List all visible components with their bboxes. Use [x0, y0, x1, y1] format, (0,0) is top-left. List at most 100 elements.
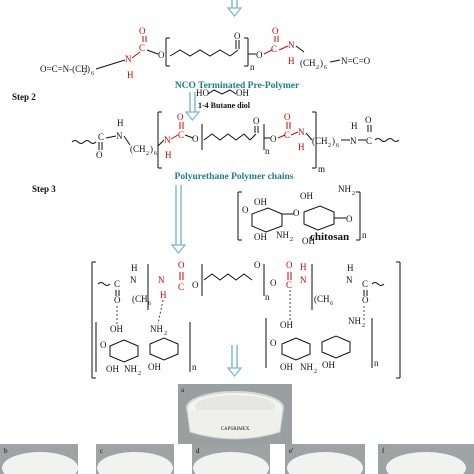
- netc-oh3: OH: [148, 362, 161, 372]
- net-o3: O: [192, 280, 199, 290]
- pu-paren-a: ): [150, 144, 153, 154]
- net-ch2-2: (CH: [314, 294, 330, 304]
- pu-n2: N: [164, 135, 171, 145]
- urethane-h-left: H: [127, 70, 134, 80]
- butanediol-ho: HO: [196, 88, 209, 98]
- net-n3: N: [300, 275, 307, 285]
- step2-arrow: [184, 92, 201, 121]
- pu-o2: O: [177, 112, 184, 122]
- pu-h1: H: [117, 118, 124, 128]
- ester-o-left: O: [158, 50, 165, 60]
- nco-left-text: O=C=N-(CH: [40, 64, 88, 74]
- pu-c4: C: [366, 136, 372, 146]
- prepolymer-label: NCO Terminated Pre-Polymer: [175, 81, 300, 91]
- urethane-c-left: C: [139, 43, 145, 53]
- photo-row: b c d e' f: [0, 444, 474, 474]
- pu-c2: C: [178, 130, 184, 140]
- chitosan-label: chitosan: [310, 231, 349, 243]
- ch-nh2-sub2: 2: [352, 191, 355, 197]
- net-n4: N: [346, 275, 353, 285]
- ch-nh2-sub1: 2: [290, 237, 293, 243]
- urethane-c-right: C: [271, 44, 277, 54]
- ch-o1: O: [242, 205, 249, 215]
- pu-n1: N: [116, 131, 123, 141]
- netc-sub1: 2: [138, 371, 141, 377]
- prepolymer-structure: O=C=N-(CH 2 ) 6 N H C O O O n O C O N: [40, 26, 371, 80]
- netc-oh4: OH: [280, 320, 293, 330]
- netc-sub2: 2: [164, 331, 167, 337]
- net-c3: C: [286, 280, 292, 290]
- ch-nh2-1: NH: [276, 230, 289, 240]
- paren-b: ): [320, 58, 323, 68]
- pcl-n: n: [250, 62, 255, 72]
- net-o4: O: [254, 260, 261, 270]
- net-sub6a: 6: [148, 301, 151, 307]
- pu-sub6a: 6: [154, 151, 157, 157]
- pu-paren-b: ): [332, 136, 335, 146]
- pu-h3: H: [298, 142, 305, 152]
- ch-oh2: OH: [254, 232, 267, 242]
- pu-h2: H: [165, 150, 172, 160]
- pu-sub6b: 6: [336, 143, 339, 149]
- nco-right-text: N=C=O: [341, 56, 371, 66]
- pu-m-sub: m: [318, 164, 325, 174]
- netc-oh2: OH: [106, 364, 119, 374]
- net-h1: H: [131, 263, 138, 273]
- butanediol-structure: HO OH 1-4 Butane diol: [196, 88, 251, 110]
- net-o7: O: [362, 295, 369, 305]
- photo-label-f: f: [382, 447, 385, 455]
- ch-oh3: OH: [300, 191, 313, 201]
- net-h4: H: [347, 263, 354, 273]
- netc-oh6: OH: [322, 360, 335, 370]
- netc-oh5: OH: [280, 362, 293, 372]
- netc-nh2-1: NH: [124, 364, 137, 374]
- net-o5: O: [270, 278, 277, 288]
- net-h2: H: [160, 290, 167, 300]
- urethane-h-right: H: [288, 56, 295, 66]
- net-h3: H: [300, 262, 307, 272]
- step3-arrow: [170, 185, 187, 254]
- pu-ch2-2: (CH: [312, 136, 328, 146]
- net-o6: O: [286, 260, 293, 270]
- pu-n-sub: n: [265, 146, 270, 156]
- photo-label-e: e': [289, 447, 293, 455]
- pu-o4: O: [253, 116, 260, 126]
- urethane-n-right: N: [288, 40, 295, 50]
- ch-nh2-2: NH: [338, 184, 351, 194]
- net-n1: N: [130, 275, 137, 285]
- pcl-carbonyl-o: O: [234, 31, 241, 41]
- urethane-n-left: N: [125, 54, 132, 64]
- ch-oh4: OH: [302, 236, 315, 246]
- pu-o3: O: [192, 134, 199, 144]
- pu-o1: O: [96, 150, 103, 160]
- pu-ch2-1: (CH: [130, 144, 146, 154]
- ch2-right: (CH: [300, 58, 316, 68]
- butanediol-oh: OH: [236, 88, 249, 98]
- netc-sub4: 2: [362, 323, 365, 329]
- net-c2: C: [178, 282, 184, 292]
- carbonyl-o-right: O: [272, 26, 279, 36]
- dish-text: CAPSRIMEX: [221, 427, 250, 432]
- net-c1: C: [114, 279, 120, 289]
- netc-n1: n: [192, 362, 197, 372]
- pu-n4: N: [350, 136, 357, 146]
- net-n2: N: [158, 275, 165, 285]
- ch-n-sub: n: [362, 230, 367, 240]
- ester-o-right: O: [256, 50, 263, 60]
- pu-o5: O: [270, 134, 277, 144]
- pu-n3: N: [298, 127, 305, 137]
- netc-nh2-4: NH: [348, 316, 361, 326]
- polyurethane-structure: C O N H (CH 2 ) 6 N H C O O O n O C O: [71, 111, 400, 174]
- pu-c1: C: [98, 132, 104, 142]
- photo-label-a: a: [181, 386, 185, 394]
- pu-sub2a: 2: [146, 151, 149, 157]
- photo-label-d: d: [196, 447, 200, 455]
- final-arrow: [226, 345, 243, 377]
- netc-nh2-3: NH: [300, 362, 313, 372]
- paren: ): [87, 64, 90, 74]
- pu-chains-label: Polyurethane Polymer chains: [175, 172, 294, 182]
- netc-sub3: 2: [314, 369, 317, 375]
- sub-2: 2: [83, 71, 86, 77]
- photo-label-c: c: [100, 447, 103, 455]
